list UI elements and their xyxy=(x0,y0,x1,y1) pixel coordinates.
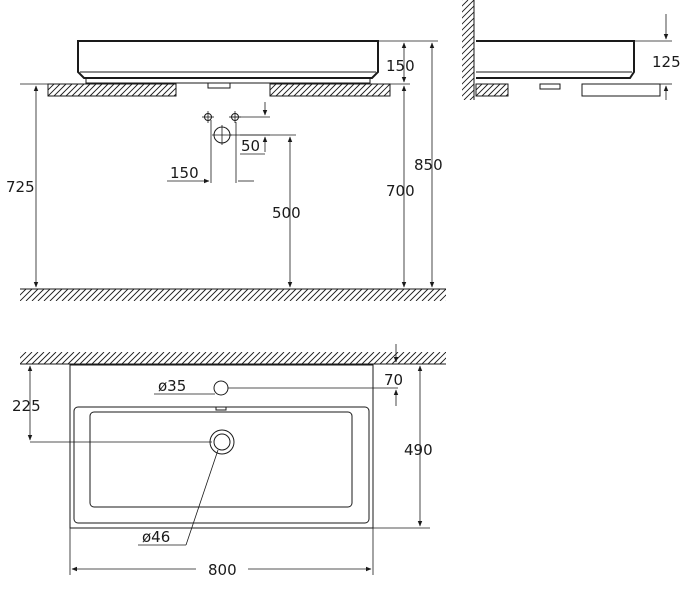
dim-tap-hole-diameter: ø35 xyxy=(158,377,186,395)
countertop-left xyxy=(47,83,177,97)
plan-view: ø35 70 225 ø46 490 800 xyxy=(12,344,446,579)
circle-icon xyxy=(213,380,229,396)
dim-pipe-spacing: 150 xyxy=(170,164,199,182)
dim-front-rim: 150 xyxy=(386,57,415,75)
countertop-right xyxy=(269,83,391,97)
drain-icon xyxy=(212,125,232,145)
dim-side-rim: 125 xyxy=(652,53,681,71)
dim-overall-height: 850 xyxy=(414,156,443,174)
dim-700: 700 xyxy=(386,182,415,200)
dim-depth: 490 xyxy=(404,441,433,459)
dim-width: 800 xyxy=(208,561,237,579)
drain-icon xyxy=(209,429,235,455)
dim-drain-diameter: ø46 xyxy=(142,528,170,546)
dim-pipe-offset: 50 xyxy=(241,137,260,155)
side-elevation: 125 xyxy=(462,0,681,100)
dim-waste-height: 500 xyxy=(272,204,301,222)
front-elevation: 150 50 500 725 150 700 850 xyxy=(6,40,446,301)
basin-outline xyxy=(69,364,374,529)
dim-bracket-height: 725 xyxy=(6,178,35,196)
waste-stub xyxy=(207,82,231,89)
floor xyxy=(20,288,446,301)
dim-drain-offset: 225 xyxy=(12,397,41,415)
dim-tap-hole-offset: 70 xyxy=(384,371,403,389)
